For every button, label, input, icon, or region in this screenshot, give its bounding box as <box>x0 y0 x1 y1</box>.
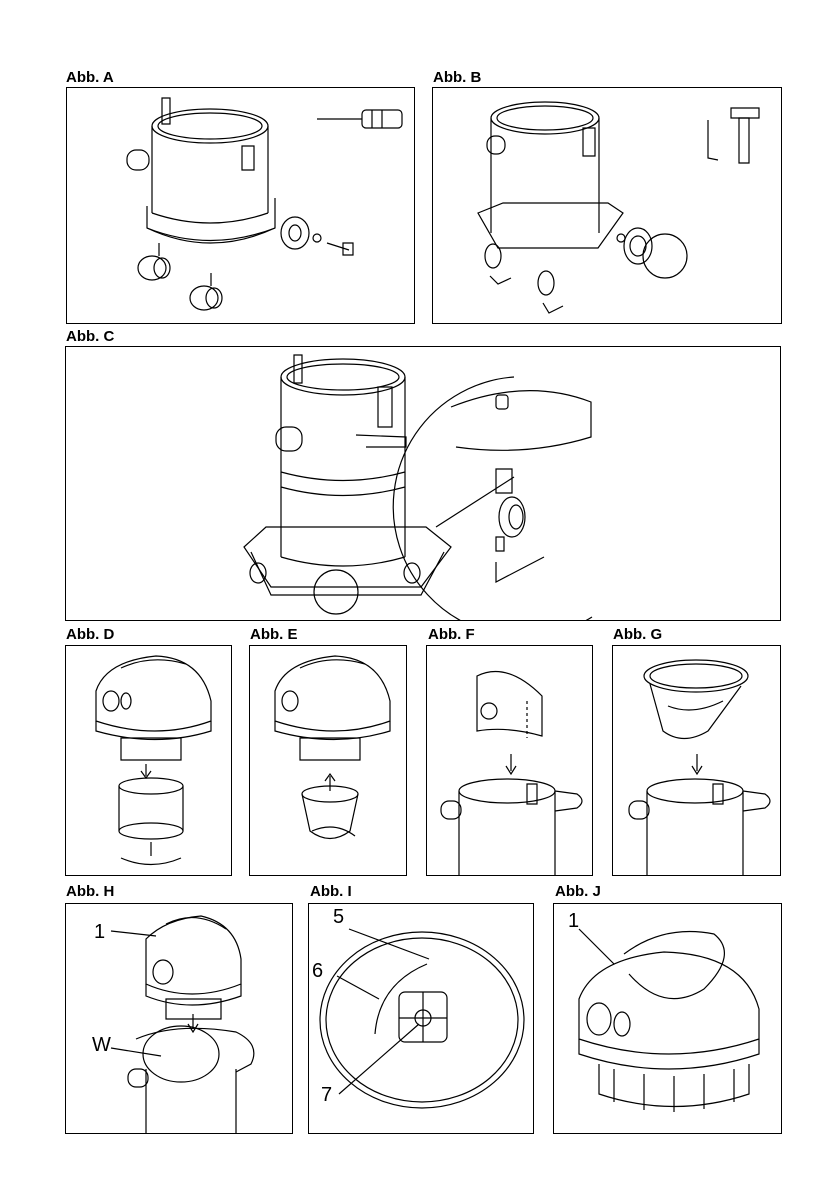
figure-label-i: Abb. I <box>310 883 352 900</box>
figure-c-illustration <box>66 347 781 621</box>
callout-6: 6 <box>312 960 324 982</box>
figure-j-panel: 1 <box>553 903 782 1134</box>
figure-d-illustration <box>66 646 232 876</box>
figure-label-a: Abb. A <box>66 69 114 86</box>
figure-label-g: Abb. G <box>613 626 663 643</box>
callout-1-head: 1 <box>568 910 580 932</box>
figure-label-b: Abb. B <box>433 69 482 86</box>
callout-1-lid: 1 <box>94 921 106 943</box>
figure-a-panel <box>66 87 415 324</box>
figure-label-d: Abb. D <box>66 626 115 643</box>
figure-label-f: Abb. F <box>428 626 475 643</box>
figure-c-panel <box>65 346 781 621</box>
figure-b-panel <box>432 87 782 324</box>
figure-g-illustration <box>613 646 781 876</box>
figure-f-illustration <box>427 646 593 876</box>
figure-j-illustration <box>554 904 782 1134</box>
figure-label-e: Abb. E <box>250 626 298 643</box>
figure-e-illustration <box>250 646 407 876</box>
figure-b-illustration <box>433 88 782 324</box>
callout-7: 7 <box>321 1084 333 1106</box>
figure-f-panel <box>426 645 593 876</box>
figure-a-illustration <box>67 88 415 324</box>
figure-h-panel: 1 W <box>65 903 293 1134</box>
figure-i-panel: 5 6 7 <box>308 903 534 1134</box>
figure-label-j: Abb. J <box>555 883 601 900</box>
callout-5: 5 <box>333 906 345 928</box>
figure-label-h: Abb. H <box>66 883 115 900</box>
figure-label-c: Abb. C <box>66 328 115 345</box>
callout-w-bag: W <box>92 1034 111 1056</box>
figure-h-illustration <box>66 904 293 1134</box>
figure-g-panel <box>612 645 781 876</box>
figure-e-panel <box>249 645 407 876</box>
figure-i-illustration <box>309 904 534 1134</box>
figure-d-panel <box>65 645 232 876</box>
